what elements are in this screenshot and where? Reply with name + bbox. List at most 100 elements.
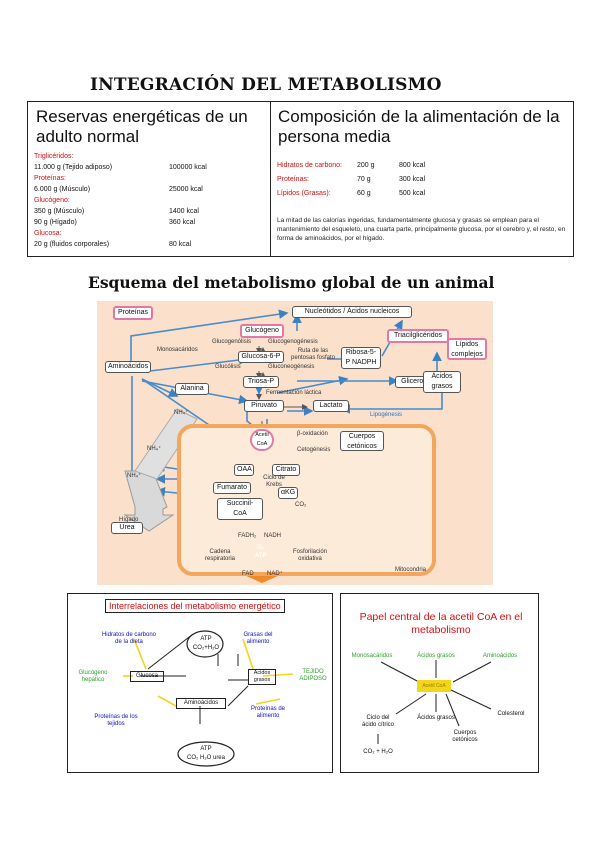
- panel2-aminoacidos: Aminoácidos: [482, 653, 518, 659]
- node-acidos-grasos: Ácidos grasos: [423, 371, 461, 393]
- reserve-label: 6.000 g (Músculo): [34, 186, 91, 193]
- panel-acetil-coa: Papel central de la acetil CoA en el met…: [340, 593, 539, 773]
- label-nh4-2: NH₄⁺: [147, 446, 162, 452]
- node-lipidos-complejos: Lípidos complejos: [447, 338, 487, 360]
- panel1-title: Interrelaciones del metabolismo energéti…: [105, 599, 285, 613]
- panel1-acidos: Ácidos grasos: [248, 669, 276, 685]
- reserve-label: Glucógeno:: [34, 197, 70, 204]
- diet-row: Lípidos (Grasas): 60 g 500 kcal: [277, 188, 567, 202]
- reserve-row: Glucosa:: [34, 228, 264, 239]
- panel2-monosacaridos: Monosacáridos: [351, 653, 393, 659]
- panel1-atp: ATP: [200, 636, 212, 642]
- diet-kcal: 300 kcal: [399, 176, 426, 183]
- label-glucogenolisis: Glucogenólisis: [212, 339, 252, 345]
- panel2-co2: CO₂ + H₂O: [363, 749, 393, 755]
- panel2-cuerpos: Cuerpos cetónicos: [452, 730, 478, 743]
- reserve-row: Triglicéridos:: [34, 151, 264, 162]
- label-higado: Hígado: [119, 517, 139, 523]
- reserve-kcal: 80 kcal: [169, 241, 192, 248]
- panel1-proteinas-tejidos: Proteínas de los tejidos: [94, 714, 138, 727]
- label-nh4-1: NH₄⁺: [174, 410, 189, 416]
- reserve-label: 11.000 g (Tejido adiposo): [34, 164, 113, 171]
- reserve-row: 6.000 g (Músculo) 25000 kcal: [34, 184, 264, 195]
- node-triosa: Triosa-P: [243, 376, 279, 388]
- label-cadena: Cadena respiratoria: [204, 549, 235, 562]
- reserves-list: Triglicéridos:11.000 g (Tejido adiposo)1…: [34, 151, 264, 250]
- label-atp: ATP: [255, 553, 267, 559]
- node-piruvato: Piruvato: [244, 400, 284, 412]
- panel1-atp2: ATP: [200, 746, 212, 752]
- reserve-row: Glucógeno:: [34, 195, 264, 206]
- diet-kcal: 500 kcal: [399, 190, 426, 197]
- table-divider: [270, 102, 271, 256]
- reserve-row: 90 g (Hígado) 360 kcal: [34, 217, 264, 228]
- reserve-kcal: 25000 kcal: [169, 186, 203, 193]
- panel1-tejido: TEJIDO ADIPOSO: [299, 669, 327, 682]
- diet-note: La mitad de las calorías ingeridas, fund…: [277, 217, 566, 242]
- label-o2: O₂: [257, 545, 264, 551]
- node-succinil: Succinil-CoA: [217, 498, 263, 520]
- diet-amount: 60 g: [357, 190, 371, 197]
- panel2-acidos-top: Ácidos grasos: [417, 653, 455, 659]
- label-co2: CO₂: [295, 502, 307, 508]
- node-fumarato: Fumarato: [213, 482, 251, 494]
- node-proteinas: Proteínas: [113, 306, 153, 320]
- reserve-kcal: 100000 kcal: [169, 164, 207, 171]
- label-beta-oxidacion: β-oxidación: [297, 431, 328, 437]
- label-ciclo-krebs: Ciclo de Krebs: [263, 475, 285, 488]
- reserve-label: 350 g (Músculo): [34, 208, 85, 215]
- label-pentosas: Ruta de las pentosas fosfato: [290, 348, 336, 361]
- reserve-label: 20 g (fluidos corporales): [34, 241, 110, 248]
- label-lipogenesis: Lipogénesis: [370, 412, 403, 418]
- label-fermentacion: Fermentación láctica: [266, 390, 322, 396]
- node-acetil-coa: Acetil CoA: [250, 429, 274, 451]
- diet-label: Lípidos (Grasas):: [277, 190, 331, 197]
- panel2-acidos: Ácidos grasos: [417, 715, 455, 721]
- panel1-co2-urea: CO₂ H₂O urea: [186, 755, 225, 761]
- node-glucogeno: Glucógeno: [240, 324, 284, 338]
- left-cell-title: Reservas energéticas de un adulto normal: [36, 107, 248, 146]
- diet-amount: 70 g: [357, 176, 371, 183]
- label-mitocondria: Mitocondria: [395, 567, 427, 573]
- energy-table: Reservas energéticas de un adulto normal…: [27, 101, 574, 257]
- panel1-proteinas-alimento: Proteínas de alimento: [250, 706, 286, 719]
- label-nad: NAD⁺: [267, 571, 283, 577]
- label-nh4-3: NH₄⁺: [127, 473, 142, 479]
- diet-amount: 200 g: [357, 162, 375, 169]
- right-cell-title: Composición de la alimentación de la per…: [278, 107, 560, 146]
- label-nadh: NADH: [264, 533, 282, 539]
- panel2-arrows: [377, 660, 492, 744]
- reserve-kcal: 360 kcal: [169, 219, 196, 226]
- panel2-ciclo: Ciclo del ácido cítrico: [361, 715, 394, 728]
- label-gluconeogenesis: Gluconeogénesis: [268, 364, 315, 370]
- node-ribosa: Ribosa-5-P NADPH: [341, 347, 381, 369]
- label-glucogenogenesis: Glucogenogénesis: [268, 339, 318, 345]
- reserve-row: 11.000 g (Tejido adiposo) 100000 kcal: [34, 162, 264, 173]
- diet-kcal: 800 kcal: [399, 162, 426, 169]
- node-akg: αKG: [278, 487, 298, 499]
- reserve-row: 350 g (Músculo)1400 kcal: [34, 206, 264, 217]
- node-urea: Urea: [111, 522, 143, 534]
- panel-interrelaciones: Interrelaciones del metabolismo energéti…: [67, 593, 333, 773]
- reserve-label: 90 g (Hígado): [34, 219, 77, 226]
- panel1-aminoacidos: Aminoácidos: [176, 698, 226, 709]
- diet-row: Hidratos de carbono: 200 g 800 kcal: [277, 160, 567, 174]
- reserve-label: Triglicéridos:: [34, 153, 74, 160]
- node-aminoacidos: Aminoácidos: [105, 361, 151, 373]
- label-glucolisis: Glucólisis: [215, 364, 241, 370]
- label-fosforilacion: Fosforilación oxidativa: [292, 549, 327, 562]
- label-fad: FAD: [242, 571, 254, 577]
- panel2-title: Papel central de la acetil CoA en el met…: [359, 611, 523, 636]
- page-title: INTEGRACIÓN DEL METABOLISMO: [90, 75, 442, 95]
- label-fadh2: FADH₂: [238, 533, 257, 539]
- panel2-acetil: Acetil CoA: [422, 683, 446, 689]
- panel1-glucogeno: Glucógeno hepático: [78, 670, 108, 683]
- node-cuerpos-cetonicos: Cuerpos cetónicos: [340, 431, 384, 451]
- label-cetogenesis: Cetogénesis: [297, 447, 331, 453]
- panel1-co2: CO₂+H₂O: [192, 645, 220, 651]
- diet-label: Hidratos de carbono:: [277, 162, 342, 169]
- panel1-grasas: Grasas del alimento: [243, 632, 273, 645]
- panel1-glucosa: Glucosa: [130, 671, 164, 682]
